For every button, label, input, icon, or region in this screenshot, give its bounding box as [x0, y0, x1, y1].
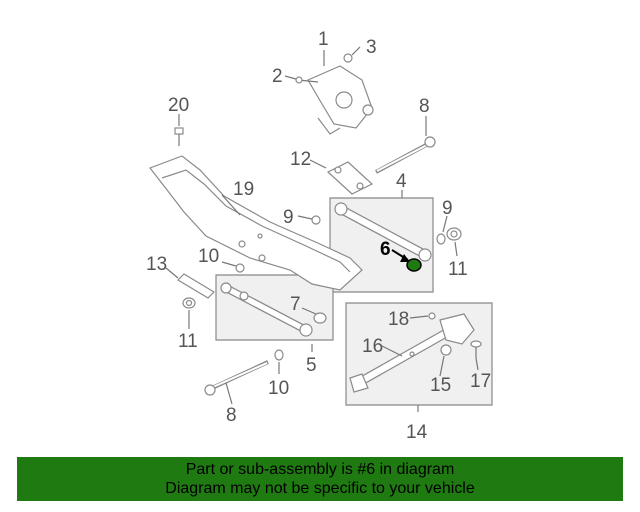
link-part-13[interactable] — [177, 273, 215, 299]
parts-diagram: 1 2 3 8 20 12 4 19 9 9 6 11 10 13 7 11 5… — [146, 29, 493, 443]
washer-part-9-right[interactable] — [436, 233, 446, 245]
bolt-part-17[interactable] — [470, 340, 482, 358]
bolt-part-2[interactable] — [295, 76, 319, 84]
trailing-arm-part-16[interactable] — [349, 313, 475, 393]
callout-17: 17 — [470, 371, 491, 392]
callout-7: 7 — [290, 294, 301, 315]
long-bolt-part-8-bottom[interactable] — [204, 360, 269, 396]
callout-11-right: 11 — [448, 259, 468, 280]
callout-12: 12 — [290, 149, 311, 170]
callout-4: 4 — [396, 171, 407, 192]
callout-20: 20 — [168, 95, 189, 116]
callout-18: 18 — [388, 309, 409, 330]
crossmember-part-19[interactable] — [149, 155, 363, 291]
leader-lines — [165, 46, 479, 412]
nut-part-10-lower[interactable] — [274, 349, 284, 361]
callout-10-lower: 10 — [268, 378, 289, 399]
callout-11-left: 11 — [178, 331, 198, 352]
callout-6: 6 — [380, 239, 391, 260]
banner-line-1: Part or sub-assembly is #6 in diagram — [185, 461, 455, 478]
callout-8-bottom: 8 — [226, 405, 237, 426]
bolt-part-18[interactable] — [428, 312, 436, 320]
banner-line-2: Diagram may not be specific to your vehi… — [165, 480, 475, 497]
nut-part-3[interactable] — [343, 53, 353, 63]
callout-13: 13 — [146, 254, 167, 275]
bushing-part-7[interactable] — [313, 312, 327, 324]
callout-9-left: 9 — [283, 207, 294, 228]
callout-1: 1 — [318, 29, 329, 50]
long-bolt-part-8-top[interactable] — [375, 136, 436, 174]
info-banner: Part or sub-assembly is #6 in diagram Di… — [17, 457, 623, 501]
lateral-link-part-5[interactable] — [220, 282, 313, 337]
control-arm-part-4[interactable] — [334, 202, 432, 262]
group-box-5 — [215, 274, 334, 341]
bushing-part-15[interactable] — [440, 344, 452, 356]
nut-part-10-upper[interactable] — [235, 263, 245, 273]
bolt-part-20[interactable] — [174, 127, 184, 146]
callout-16: 16 — [362, 336, 383, 357]
nut-part-9-left[interactable] — [311, 215, 321, 225]
callout-8-top: 8 — [419, 96, 430, 117]
bushing-part-6[interactable] — [391, 249, 422, 272]
callout-5: 5 — [306, 355, 317, 376]
callout-14: 14 — [406, 422, 428, 443]
callout-19: 19 — [233, 179, 254, 200]
callout-10-upper: 10 — [198, 246, 219, 267]
knuckle-part[interactable] — [307, 65, 374, 135]
callout-9-right: 9 — [442, 198, 453, 219]
nut-part-11-right[interactable] — [446, 227, 462, 241]
callout-3: 3 — [366, 37, 377, 58]
nut-part-11-left[interactable] — [182, 297, 196, 309]
callout-15: 15 — [430, 375, 451, 396]
bracket-part-12[interactable] — [326, 161, 374, 195]
callout-2: 2 — [272, 66, 283, 87]
